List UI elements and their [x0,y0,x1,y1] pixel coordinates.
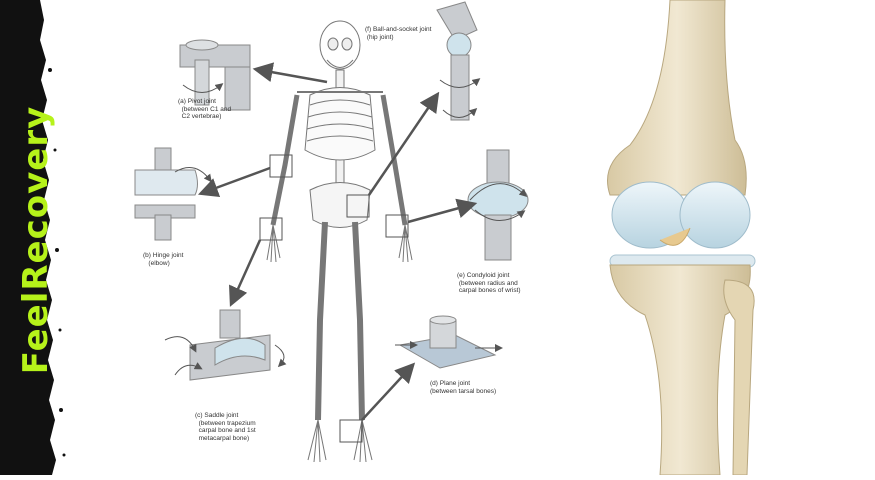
condyloid-joint-model [467,149,529,261]
ball-socket-joint-model [436,1,481,121]
joint-types-diagram: (a) Pivot joint (between C1 and C2 verte… [75,0,545,475]
femur [607,0,747,196]
ball-socket-joint-label: (f) Ball-and-socket joint (hip joint) [365,26,432,41]
knee-anatomy-illustration [575,0,875,476]
knee-cartilage [609,181,756,268]
saddle-joint-model [164,309,287,381]
brand-logo-text: FeelRecovery [16,105,56,375]
skeleton-figure [259,20,413,463]
pivot-joint-model [179,39,251,111]
fibula [723,279,755,476]
saddle-joint-label: (c) Saddle joint (between trapezium carp… [195,412,256,442]
condyloid-joint-label: (e) Condyloid joint (between radius and … [457,272,521,294]
callout-arrows [197,62,478,421]
diagram-graphics [134,1,529,463]
hinge-joint-label: (b) Hinge joint (elbow) [143,252,184,267]
plane-joint-label: (d) Plane joint (between tarsal bones) [430,380,497,395]
plane-joint-model [395,315,503,369]
pivot-joint-label: (a) Pivot joint (between C1 and C2 verte… [178,98,232,120]
brand-strip: FeelRecovery [0,0,72,475]
hinge-joint-model [134,147,212,241]
knee-graphic [607,0,756,476]
brand-strip-background [0,0,66,475]
